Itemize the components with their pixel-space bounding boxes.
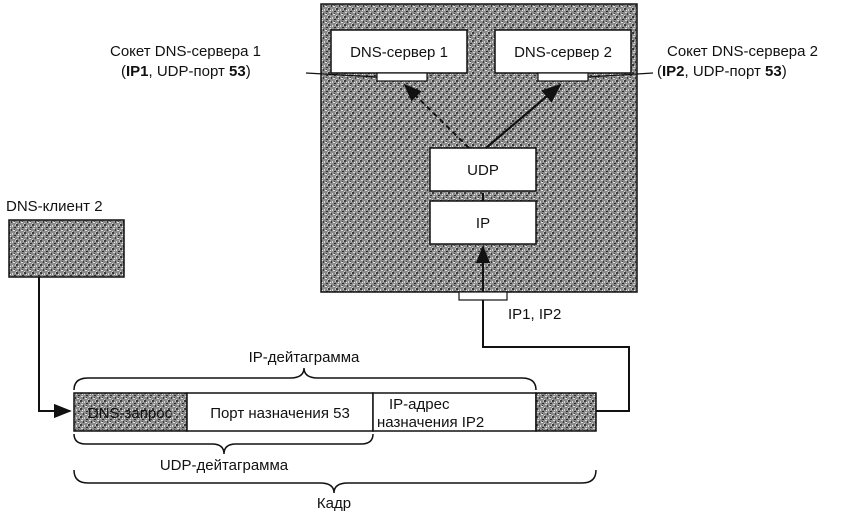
- frame-label: Кадр: [317, 495, 351, 512]
- socket-1-port: [376, 72, 428, 82]
- ip-box: [429, 200, 537, 245]
- ip-datagram-label: IP-дейтаграмма: [249, 349, 360, 366]
- frame-trailer: [535, 392, 597, 432]
- socket-2-open: (: [657, 63, 662, 80]
- socket-2-line1: Сокет DNS-сервера 2: [667, 43, 818, 60]
- frame-dns-request: [73, 392, 188, 432]
- frame-dns-request-label: DNS-запрос: [88, 405, 173, 422]
- ip-datagram-brace: [73, 367, 537, 391]
- arrow-udp-to-server-2: [485, 83, 562, 149]
- udp-datagram-label: UDP-дейтаграмма: [160, 457, 289, 474]
- socket-1-close: ): [246, 63, 251, 80]
- socket-1-port-number: 53: [229, 63, 246, 80]
- client-box: [8, 219, 125, 278]
- socket-2-mid: , UDP-порт: [685, 63, 766, 80]
- socket-1-line1: Сокет DNS-сервера 1: [110, 43, 261, 60]
- dns-server-1-label: DNS-сервер 1: [350, 44, 448, 61]
- socket-1-mid: , UDP-порт: [149, 63, 230, 80]
- socket-2-ip: IP2: [662, 63, 685, 80]
- frame-dest-ip-line1: IP-адрес: [389, 396, 450, 413]
- socket-1-open: (: [121, 63, 126, 80]
- frame-dest-port-label: Порт назначения 53: [210, 405, 350, 422]
- socket-2-line2: (IP2, UDP-порт 53): [657, 63, 787, 80]
- arrow-client-to-frame: [38, 277, 72, 419]
- interface-port: [458, 291, 508, 301]
- udp-datagram-brace: [73, 433, 374, 455]
- dns-server-1-box: [330, 29, 468, 74]
- frame-dest-ip-line2: назначения IP2: [377, 414, 484, 431]
- socket-2-leader: [587, 72, 654, 78]
- socket-1-line2: (IP1, UDP-порт 53): [121, 63, 251, 80]
- socket-1-ip: IP1: [126, 63, 149, 80]
- dns-server-2-label: DNS-сервер 2: [514, 44, 612, 61]
- frame-dest-ip: [372, 392, 537, 432]
- socket-1-leader: [305, 72, 378, 78]
- udp-label: UDP: [467, 162, 499, 179]
- udp-box: [429, 147, 537, 192]
- client-label: DNS-клиент 2: [6, 198, 103, 215]
- arrow-frame-to-interface: [482, 300, 630, 412]
- socket-2-port: [537, 72, 589, 82]
- ip-label: IP: [476, 215, 490, 232]
- frame-dest-port: [186, 392, 374, 432]
- interface-addresses-label: IP1, IP2: [508, 306, 561, 323]
- socket-2-port-number: 53: [765, 63, 782, 80]
- socket-2-close: ): [782, 63, 787, 80]
- arrow-udp-to-server-1: [403, 83, 470, 149]
- frame-brace: [73, 469, 597, 494]
